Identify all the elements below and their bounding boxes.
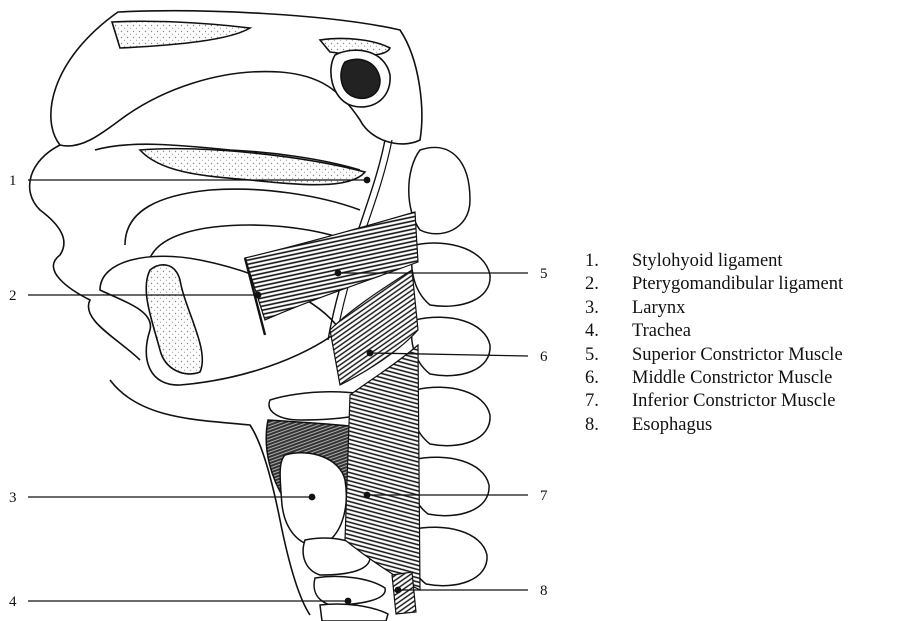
legend-label: Inferior Constrictor Muscle: [632, 391, 835, 411]
legend-list: 1.Stylohyoid ligament 2.Pterygomandibula…: [585, 250, 843, 437]
legend-label: Middle Constrictor Muscle: [632, 368, 832, 388]
callout-5: 5: [540, 266, 548, 282]
legend-label: Trachea: [632, 321, 691, 341]
callout-4: 4: [9, 594, 17, 610]
legend-number: 4.: [585, 320, 632, 343]
legend-label: Stylohyoid ligament: [632, 251, 783, 271]
callout-1: 1: [9, 173, 17, 189]
legend-item: 5.Superior Constrictor Muscle: [585, 344, 843, 367]
legend-item: 6.Middle Constrictor Muscle: [585, 367, 843, 390]
legend-label: Superior Constrictor Muscle: [632, 345, 843, 365]
legend-item: 8.Esophagus: [585, 414, 843, 437]
callout-6: 6: [540, 349, 548, 365]
legend-number: 7.: [585, 390, 632, 413]
legend-item: 2.Pterygomandibular ligament: [585, 273, 843, 296]
callout-7: 7: [540, 488, 548, 504]
legend-number: 1.: [585, 250, 632, 273]
callout-3: 3: [9, 490, 17, 506]
legend-number: 6.: [585, 367, 632, 390]
legend-item: 1.Stylohyoid ligament: [585, 250, 843, 273]
legend-number: 8.: [585, 414, 632, 437]
legend-label: Pterygomandibular ligament: [632, 274, 843, 294]
legend-number: 2.: [585, 273, 632, 296]
legend-item: 3.Larynx: [585, 297, 843, 320]
legend-label: Esophagus: [632, 415, 712, 435]
callout-8: 8: [540, 583, 548, 599]
legend-label: Larynx: [632, 298, 685, 318]
legend-item: 4.Trachea: [585, 320, 843, 343]
legend-number: 3.: [585, 297, 632, 320]
legend-item: 7.Inferior Constrictor Muscle: [585, 390, 843, 413]
legend-number: 5.: [585, 344, 632, 367]
callout-2: 2: [9, 288, 17, 304]
